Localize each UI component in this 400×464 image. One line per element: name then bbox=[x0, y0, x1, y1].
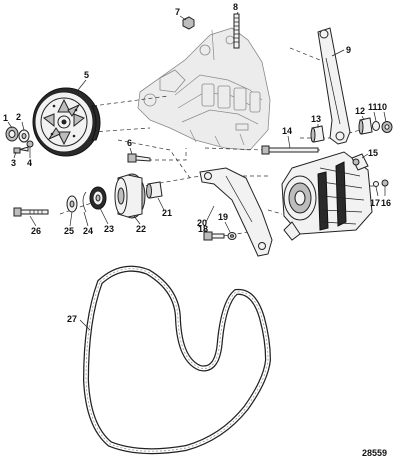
spacer-21 bbox=[146, 181, 163, 199]
crank-washer bbox=[18, 129, 30, 143]
callout-15: 15 bbox=[368, 148, 378, 158]
callout-26: 26 bbox=[31, 226, 41, 236]
washer-19 bbox=[227, 232, 237, 240]
washer-17 bbox=[373, 181, 379, 187]
bearing-23 bbox=[89, 186, 107, 210]
bolt-26 bbox=[13, 207, 49, 217]
callout-10: 10 bbox=[377, 102, 387, 112]
callout-23: 23 bbox=[104, 224, 114, 234]
callout-leaders bbox=[7, 11, 387, 331]
callout-25: 25 bbox=[64, 226, 74, 236]
callout-3: 3 bbox=[11, 158, 16, 168]
callout-8: 8 bbox=[233, 2, 238, 12]
bolt-20 bbox=[203, 231, 225, 241]
callout-6: 6 bbox=[127, 138, 132, 148]
callout-13: 13 bbox=[311, 114, 321, 124]
nut-16 bbox=[381, 179, 389, 187]
callout-27: 27 bbox=[67, 314, 77, 324]
nut-10 bbox=[381, 121, 393, 133]
spacer-12 bbox=[358, 117, 373, 135]
callout-11: 11 bbox=[368, 102, 378, 112]
idler-pulley-22 bbox=[114, 173, 146, 219]
callout-5: 5 bbox=[84, 70, 89, 80]
callout-18: 18 bbox=[198, 224, 208, 234]
callout-9: 9 bbox=[346, 45, 351, 55]
bracket-bolt-6 bbox=[127, 153, 151, 163]
callout-24: 24 bbox=[83, 226, 93, 236]
crankshaft-pulley bbox=[32, 87, 101, 157]
callout-14: 14 bbox=[282, 126, 292, 136]
snap-ring-24 bbox=[82, 191, 87, 213]
washer-11 bbox=[372, 121, 380, 131]
callout-labels: 1 2 3 4 5 6 7 8 9 10 11 12 13 14 15 16 1… bbox=[3, 2, 391, 324]
mounting-bracket bbox=[199, 167, 273, 257]
serpentine-belt bbox=[82, 265, 272, 455]
crank-nut bbox=[5, 126, 19, 142]
alternator-bolt-14 bbox=[261, 145, 319, 155]
callout-12: 12 bbox=[355, 106, 365, 116]
stud-8 bbox=[233, 13, 240, 49]
pulley-bolt bbox=[13, 146, 29, 154]
alternator bbox=[281, 151, 373, 241]
callout-1: 1 bbox=[3, 113, 8, 123]
washer-25 bbox=[66, 195, 78, 213]
callout-7: 7 bbox=[175, 7, 180, 17]
callout-2: 2 bbox=[16, 112, 21, 122]
callout-16: 16 bbox=[381, 198, 391, 208]
pulley-small-bolt bbox=[26, 140, 34, 152]
callout-21: 21 bbox=[162, 208, 172, 218]
adjusting-bracket bbox=[317, 27, 351, 145]
figure-number: 28559 bbox=[362, 448, 387, 458]
callout-17: 17 bbox=[370, 198, 380, 208]
engine-block bbox=[137, 27, 271, 151]
callout-4: 4 bbox=[27, 158, 32, 168]
callout-20: 20 bbox=[197, 218, 207, 228]
callout-22: 22 bbox=[136, 224, 146, 234]
spacer-13 bbox=[310, 125, 325, 143]
callout-19: 19 bbox=[218, 212, 228, 222]
